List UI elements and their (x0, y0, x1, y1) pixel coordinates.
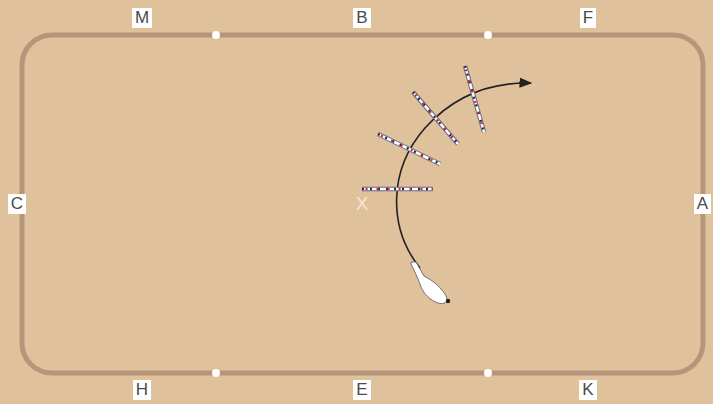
ground (5, 5, 708, 399)
arena-letter: H (133, 380, 151, 400)
arena-letter: A (694, 194, 711, 214)
arena-letter: K (579, 380, 596, 400)
pole-stroke (378, 134, 440, 164)
pole-stroke (413, 92, 458, 144)
arena-letter: B (353, 8, 370, 28)
pole-stroke (465, 66, 484, 132)
pole-stroke (465, 66, 484, 132)
arena-fence (22, 35, 703, 373)
pole-stroke (362, 187, 433, 192)
ground-poles (362, 66, 484, 189)
pole-stroke (378, 134, 440, 164)
pole-stroke (413, 92, 458, 144)
pole-stroke (466, 69, 484, 132)
arena-letter: M (132, 8, 152, 28)
riding-path (397, 83, 531, 268)
pole-stroke (366, 188, 433, 191)
pole-stroke (465, 66, 484, 132)
fence-markers (212, 31, 492, 377)
horse-figure (411, 262, 450, 304)
pole-stroke (362, 188, 433, 191)
pole-stroke (362, 188, 433, 191)
arena-letter: C (8, 194, 26, 214)
pole-stroke (415, 95, 458, 144)
arena-letter: E (353, 380, 370, 400)
arena-letter: F (580, 8, 596, 28)
center-letter: X (356, 194, 369, 214)
pole-stroke (413, 92, 458, 144)
pole-stroke (378, 134, 440, 164)
pole-stroke (381, 136, 440, 165)
